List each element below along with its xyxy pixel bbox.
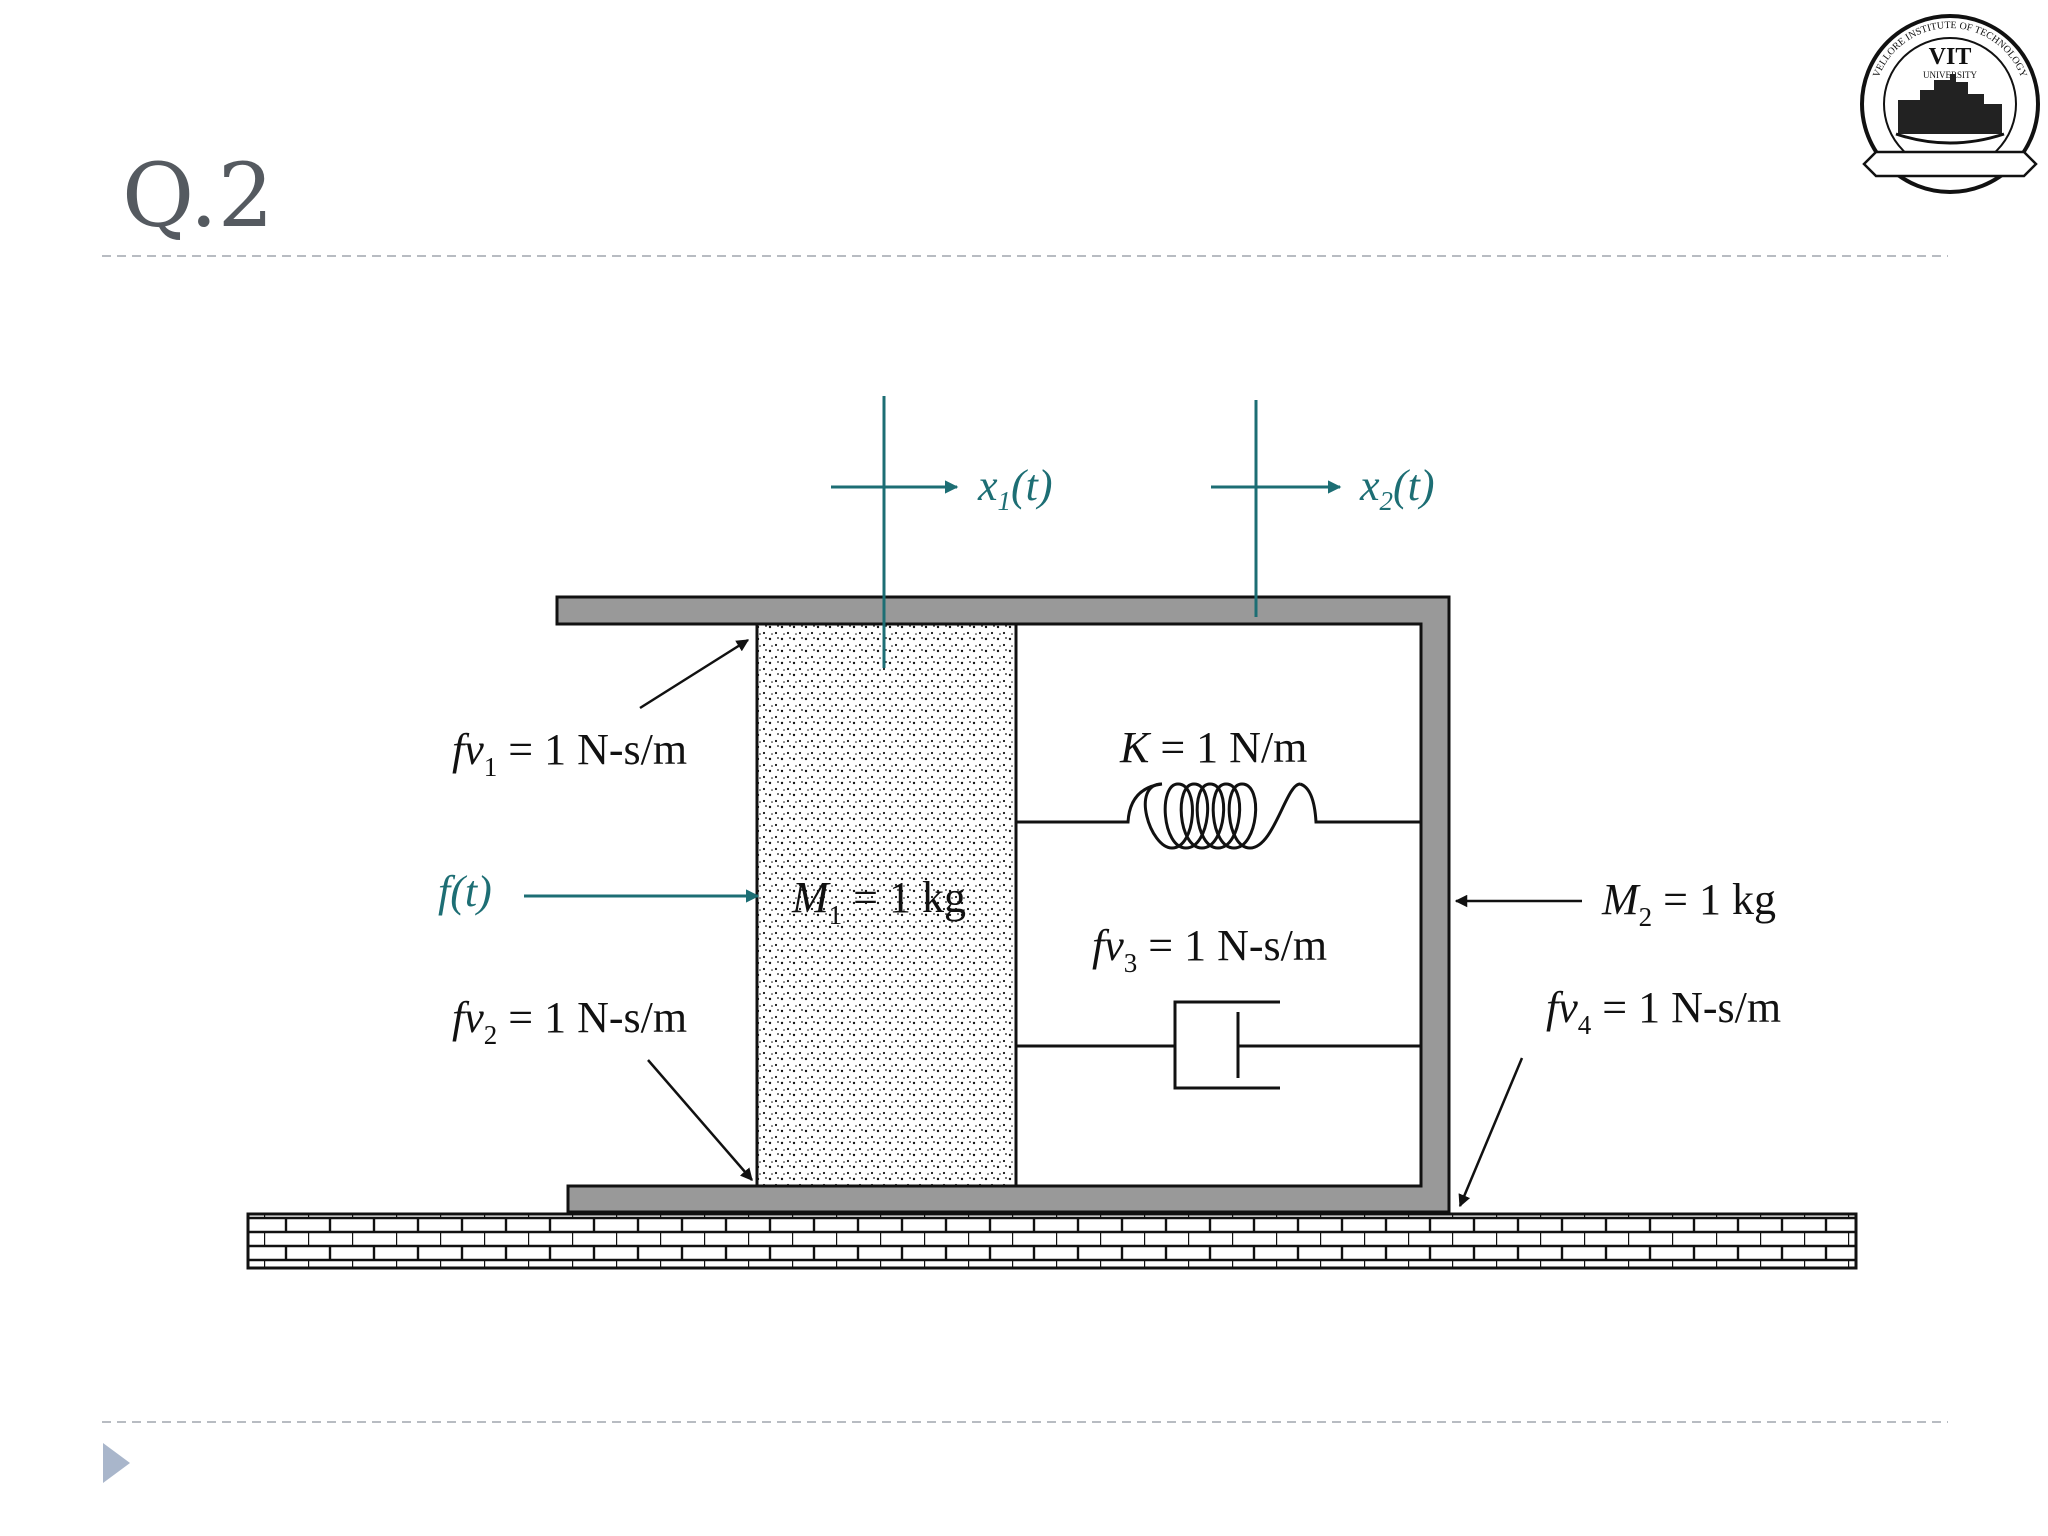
university-logo: VIT UNIVERSITY VELLORE INSTITUTE OF TECH…: [1860, 14, 2040, 194]
spring-k: [1016, 782, 1421, 850]
fv4-pointer: [1458, 1057, 1524, 1208]
label-m1: M1 = 1 kg: [791, 873, 966, 930]
logo-abbr: VIT: [1929, 44, 1972, 70]
displacement-marker-x1: [831, 396, 959, 668]
fv2-pointer: [647, 1059, 753, 1181]
mass-m1-block: [755, 622, 1018, 1188]
damper-fv3: [1016, 1000, 1421, 1090]
label-force: f(t): [438, 867, 492, 916]
label-fv1: fv1 = 1 N-s/m: [452, 725, 687, 782]
displacement-marker-x2: [1211, 400, 1342, 617]
label-x2: x2(t): [1359, 461, 1435, 516]
label-m2: M2 = 1 kg: [1601, 875, 1776, 932]
label-fv2: fv2 = 1 N-s/m: [452, 993, 687, 1050]
slide-title: Q.2: [122, 144, 274, 247]
mechanical-diagram: x1(t) x2(t) f(t) fv1 = 1 N-s/m fv2 = 1 N…: [246, 396, 1858, 1270]
label-x1: x1(t): [977, 461, 1053, 516]
label-fv4: fv4 = 1 N-s/m: [1546, 983, 1781, 1040]
ground-bricks: [246, 1212, 1858, 1270]
label-k: K = 1 N/m: [1119, 723, 1307, 772]
label-fv3: fv3 = 1 N-s/m: [1092, 921, 1327, 978]
fv1-pointer: [639, 638, 750, 710]
play-triangle-icon[interactable]: [103, 1443, 130, 1483]
